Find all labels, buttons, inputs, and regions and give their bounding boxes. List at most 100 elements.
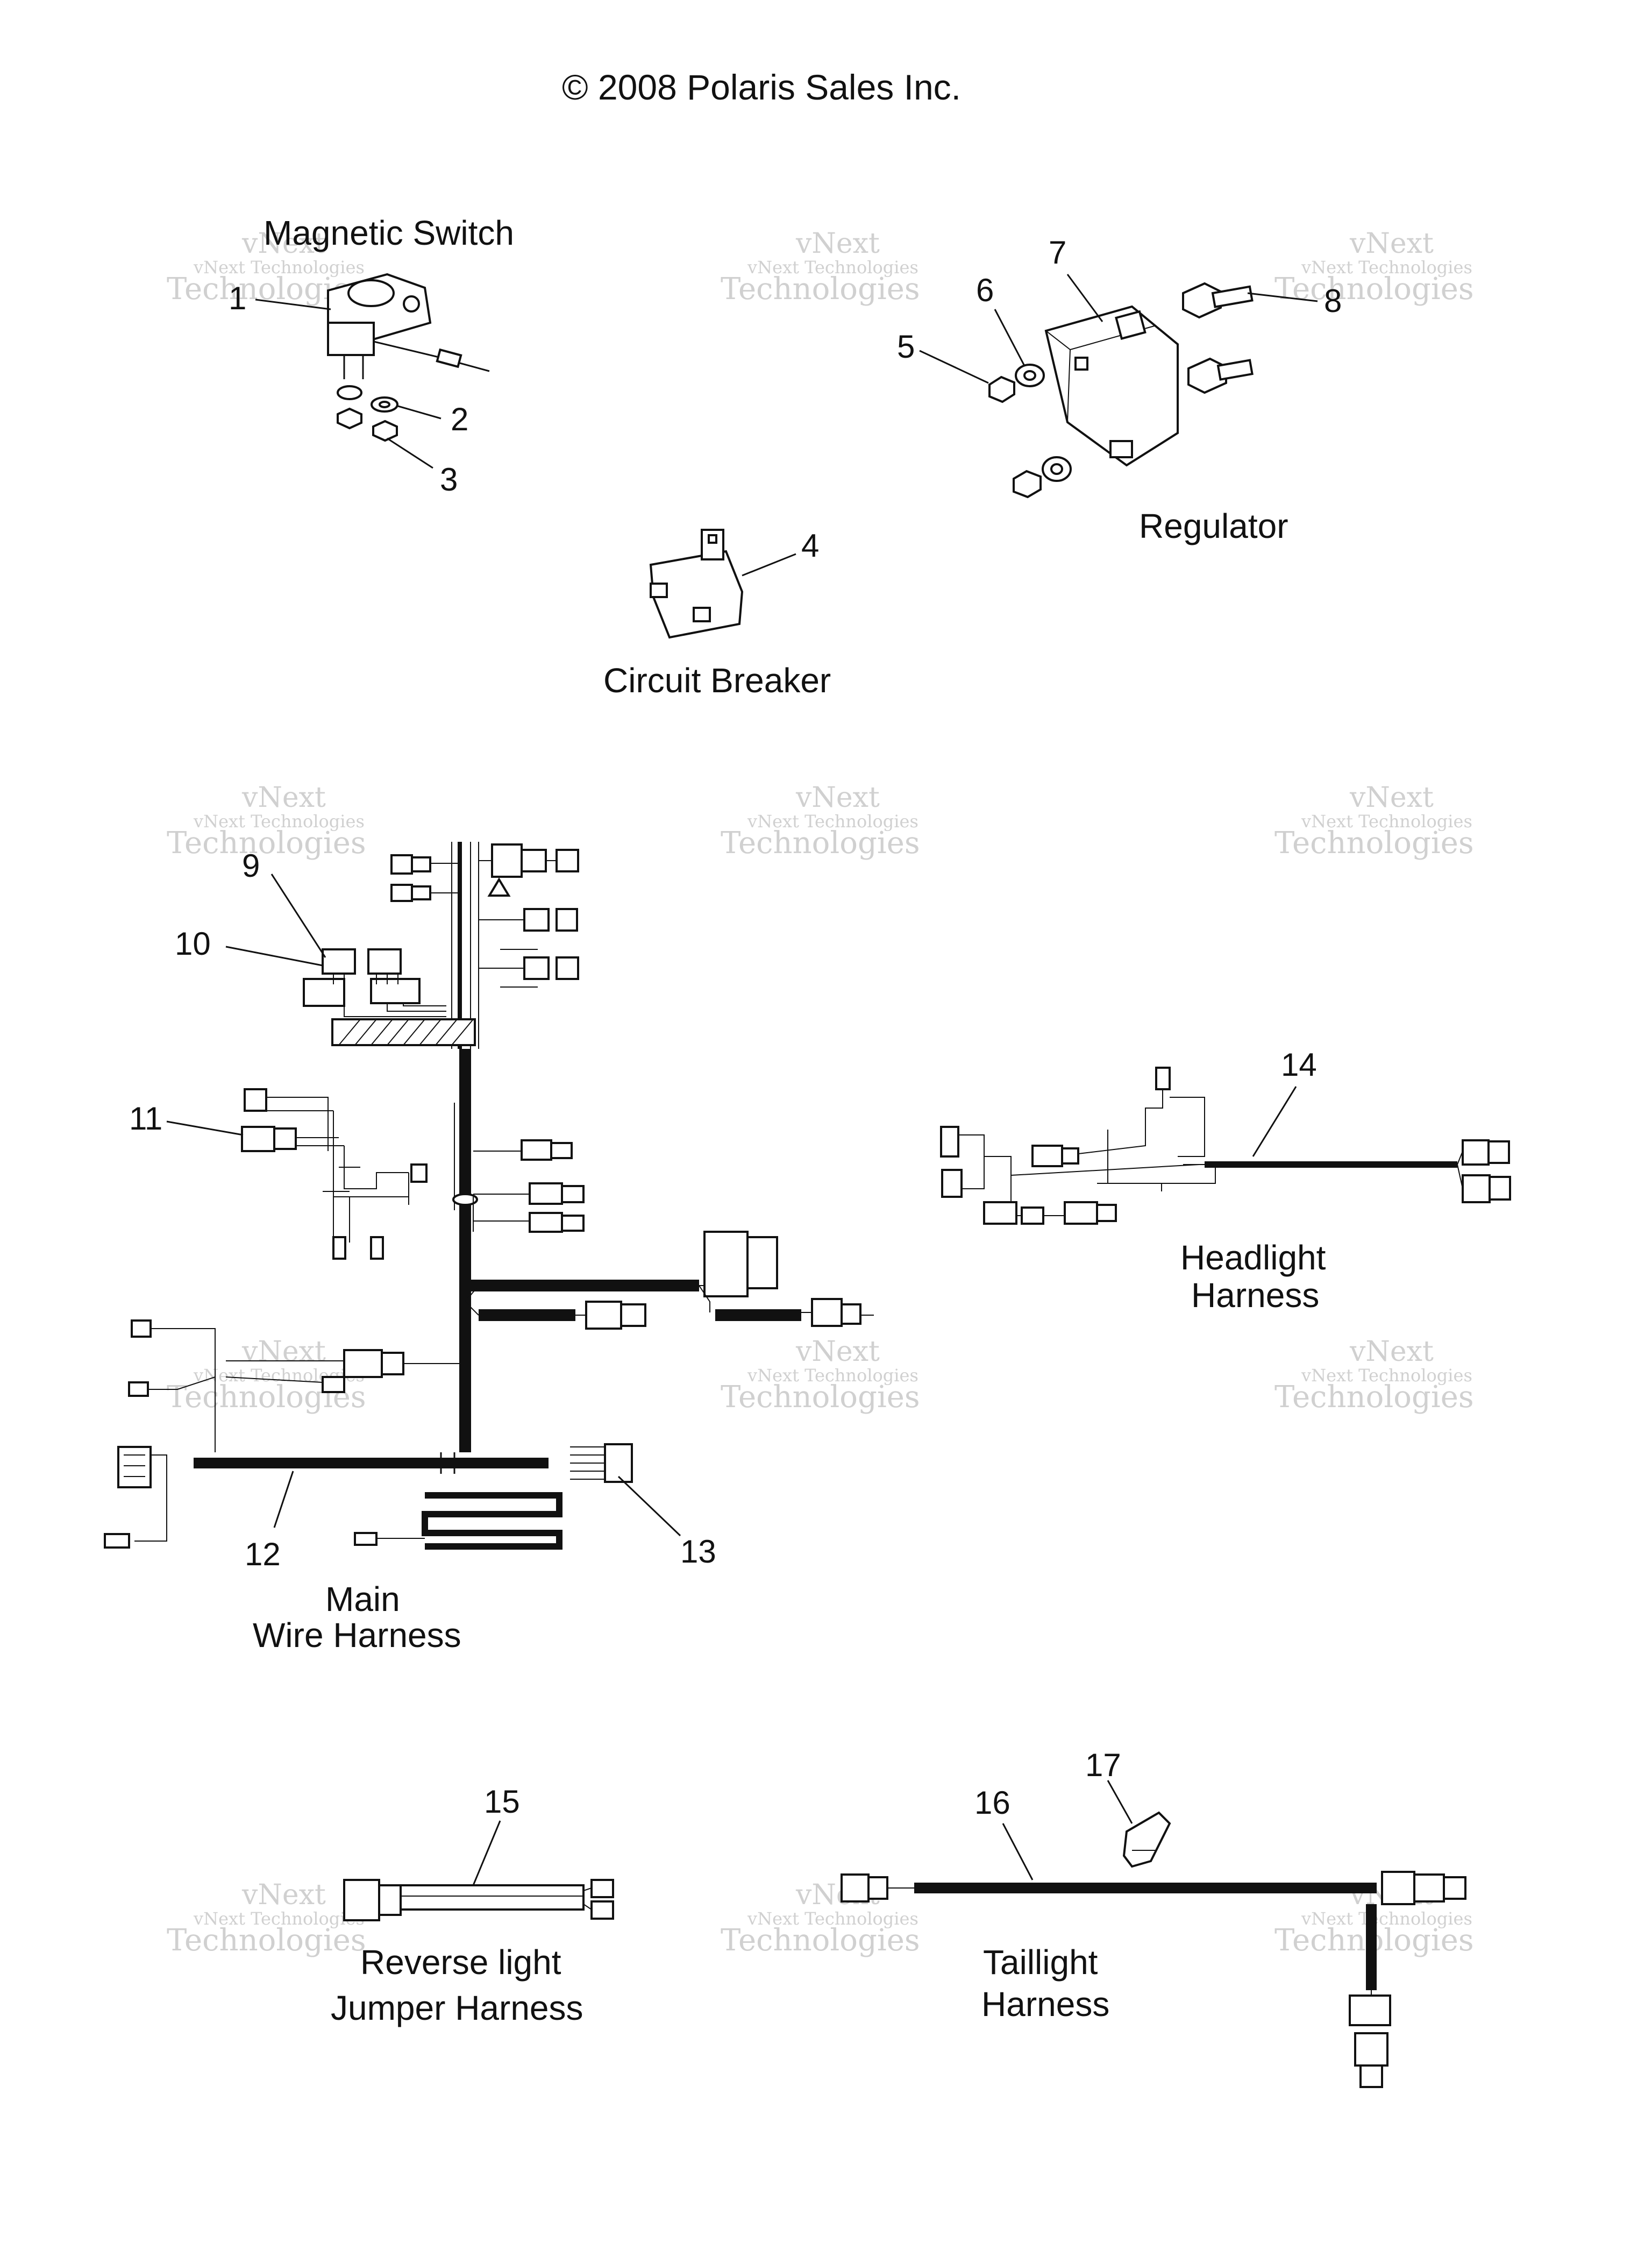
relay-part — [303, 948, 446, 1017]
callout-15: 15 — [484, 1784, 520, 1820]
watermark-text: vNext Technologies — [747, 1365, 918, 1386]
watermark-text: vNext — [241, 782, 326, 814]
watermark-text: Technologies — [721, 272, 920, 307]
group-label-headlight: Headlight — [1180, 1238, 1326, 1277]
callout-16: 16 — [974, 1785, 1010, 1821]
watermark: vNext vNext Technologies Technologies — [167, 782, 366, 861]
circuit-breaker-group: 4 Circuit Breaker — [603, 528, 831, 700]
connector-part — [1457, 1139, 1511, 1203]
connector-part — [801, 1298, 874, 1327]
leader-line — [1002, 1823, 1034, 1880]
callout-2: 2 — [451, 401, 468, 437]
callout-17: 17 — [1085, 1747, 1121, 1783]
callout-14: 14 — [1281, 1047, 1317, 1083]
nut-part — [988, 375, 1042, 499]
magnetic-switch-group: Magnetic Switch 1 2 3 — [229, 214, 514, 498]
watermark-text: vNext — [1349, 782, 1434, 814]
leader-line — [472, 1820, 501, 1886]
watermark-layer: vNext vNext Technologies Technologies vN… — [167, 228, 1474, 1958]
group-label-taillight: Taillight — [983, 1943, 1098, 1982]
connector-part — [570, 1443, 633, 1483]
connector-part — [104, 1319, 465, 1549]
connector-part — [473, 1139, 585, 1233]
watermark-text: vNext Technologies — [1301, 1908, 1472, 1929]
watermark-text: vNext Technologies — [1301, 811, 1472, 832]
callout-5: 5 — [897, 329, 915, 365]
leader-line — [994, 309, 1026, 366]
watermark-text: vNext — [241, 1336, 326, 1368]
nut-part — [337, 407, 398, 442]
leader-line — [166, 1120, 244, 1136]
callout-1: 1 — [229, 280, 246, 316]
watermark: vNext vNext Technologies Technologies — [1274, 1336, 1474, 1415]
taillight-harness-part — [841, 1871, 1466, 2088]
watermark-text: vNext — [241, 228, 326, 260]
callout-3: 3 — [440, 462, 458, 498]
watermark-text: vNext Technologies — [747, 1908, 918, 1929]
leader-line — [273, 1471, 294, 1528]
leader-line — [1247, 292, 1318, 302]
callout-11: 11 — [129, 1101, 162, 1137]
watermark-text: vNext — [1349, 228, 1434, 260]
group-label-regulator: Regulator — [1139, 507, 1288, 545]
regulator-part — [1044, 305, 1179, 467]
leader-line — [1252, 1086, 1297, 1157]
bolt-part — [1182, 282, 1254, 394]
watermark-text: Technologies — [721, 1923, 920, 1958]
callout-8: 8 — [1324, 283, 1342, 319]
leader-line — [225, 946, 323, 967]
copyright-notice: © 2008 Polaris Sales Inc. — [562, 67, 961, 107]
group-label-magnetic-switch: Magnetic Switch — [264, 214, 514, 252]
leader-line — [1066, 274, 1103, 322]
leader-line — [742, 553, 796, 577]
watermark-text: vNext Technologies — [193, 1908, 365, 1929]
callout-6: 6 — [976, 272, 994, 308]
watermark: vNext vNext Technologies Technologies — [721, 1879, 920, 1958]
main-harness-upper — [390, 842, 579, 1049]
magnetic-switch-part — [327, 273, 490, 379]
leader-line — [255, 299, 331, 310]
watermark: vNext vNext Technologies Technologies — [167, 1336, 366, 1415]
clip-part — [1122, 1811, 1171, 1868]
connector-part — [241, 1088, 478, 1260]
watermark-text: vNext — [795, 1336, 880, 1368]
watermark: vNext vNext Technologies Technologies — [1274, 228, 1474, 307]
washer-part — [337, 385, 398, 413]
headlight-harness-group: 14 Headlight Harness — [940, 1047, 1511, 1315]
watermark: vNext vNext Technologies Technologies — [167, 1879, 366, 1958]
callout-12: 12 — [245, 1536, 281, 1572]
reverse-light-harness-group: 15 Reverse light Jumper Harness — [331, 1784, 614, 2027]
watermark: vNext vNext Technologies Technologies — [721, 782, 920, 861]
watermark-text: vNext Technologies — [193, 257, 365, 278]
washer-part — [1015, 364, 1072, 482]
watermark-text: vNext Technologies — [747, 257, 918, 278]
main-wire-harness-group: 9 10 11 — [104, 842, 874, 1655]
callout-10: 10 — [175, 926, 211, 962]
watermark: vNext vNext Technologies Technologies — [721, 1336, 920, 1415]
watermark-text: vNext — [795, 228, 880, 260]
group-label-main-harness: Wire Harness — [253, 1616, 461, 1655]
watermark-text: Technologies — [721, 1380, 920, 1415]
harness-loop-part — [354, 1492, 562, 1550]
watermark: vNext vNext Technologies Technologies — [1274, 782, 1474, 861]
taillight-harness-group: 17 16 Taillight Harness — [841, 1747, 1466, 2088]
circuit-breaker-part — [649, 529, 744, 639]
group-label-taillight: Harness — [981, 1985, 1109, 2024]
watermark-text: Technologies — [1274, 272, 1474, 307]
watermark-text: vNext Technologies — [1301, 1365, 1472, 1386]
watermark: vNext vNext Technologies Technologies — [721, 228, 920, 307]
connector-part — [940, 1067, 1216, 1225]
watermark-text: Technologies — [167, 1923, 366, 1958]
leader-line — [919, 350, 989, 384]
group-label-circuit-breaker: Circuit Breaker — [603, 661, 831, 700]
reverse-light-harness-part — [343, 1879, 614, 1921]
watermark-text: Technologies — [1274, 1380, 1474, 1415]
watermark-text: Technologies — [167, 826, 366, 861]
leader-line — [617, 1475, 681, 1537]
watermark-text: Technologies — [1274, 826, 1474, 861]
watermark-text: vNext — [795, 782, 880, 814]
callout-13: 13 — [680, 1534, 716, 1570]
watermark-text: Technologies — [721, 826, 920, 861]
watermark-text: vNext — [1349, 1336, 1434, 1368]
